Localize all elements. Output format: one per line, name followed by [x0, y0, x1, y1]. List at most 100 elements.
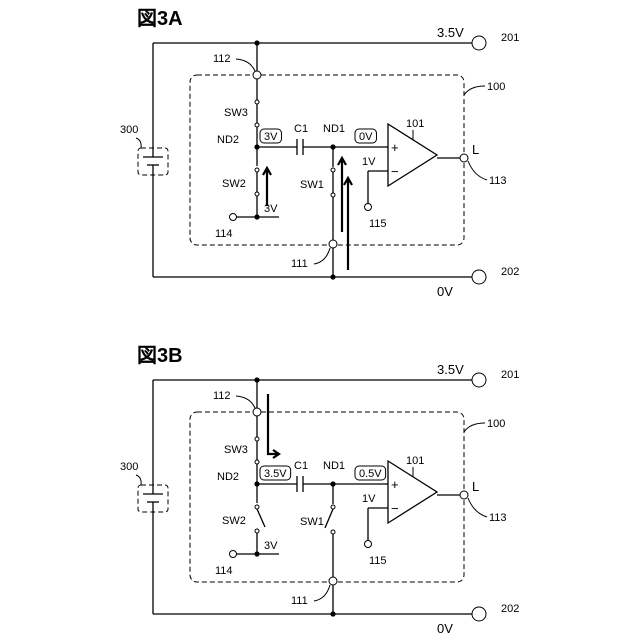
figure-title: 図3A	[137, 8, 183, 30]
gnd-terminal-circle	[472, 270, 486, 284]
ref-voltage-label: 1V	[362, 493, 376, 505]
opamp-minus-sign: −	[391, 164, 399, 179]
output-113-circle	[460, 491, 468, 499]
opamp-ref: 101	[406, 455, 424, 467]
node-111-leader	[314, 585, 330, 601]
sw2-bottom-contact	[255, 529, 259, 533]
node-111-ref: 111	[291, 595, 308, 607]
supply-ref-leader	[136, 475, 141, 485]
sw1-bottom-contact	[331, 530, 335, 534]
nd1-voltage-value: 0.5V	[359, 468, 382, 480]
node-112-circle	[253, 408, 261, 416]
opamp-plus-sign: +	[391, 140, 399, 155]
panel-3b: 図3B 3.5V 201 0V 202 300 100 112SW3ND2 3.5V SW2 114…	[120, 345, 519, 636]
c1-label: C1	[294, 123, 308, 135]
gnd-terminal-circle	[472, 607, 486, 621]
gnd-terminal-ref: 202	[501, 603, 519, 615]
node-115-ref: 115	[369, 555, 387, 567]
node-115-circle	[365, 204, 372, 211]
sw2-top-contact	[255, 505, 259, 509]
sw1-bottom-contact	[331, 193, 335, 197]
supply-ref: 300	[120, 461, 138, 473]
sw3-bottom-contact	[255, 460, 259, 464]
opamp-minus-sign: −	[391, 501, 399, 516]
node-115-ref: 115	[369, 218, 387, 230]
vdd-terminal-circle	[472, 373, 486, 387]
output-terminal-ref: 113	[489, 175, 507, 187]
vdd-label: 3.5V	[437, 25, 464, 40]
sw1-top-contact	[331, 168, 335, 172]
node-114-ref: 114	[215, 565, 233, 577]
node-114-ref: 114	[215, 228, 233, 240]
vdd-label: 3.5V	[437, 362, 464, 377]
sw1-label: SW1	[300, 179, 324, 191]
node-112-leader	[236, 59, 255, 71]
ref-voltage-label: 1V	[362, 156, 376, 168]
sw2-label: SW2	[222, 515, 246, 527]
node-114-circle	[230, 551, 237, 558]
node-111-ref: 111	[291, 258, 308, 270]
output-terminal-leader	[468, 498, 487, 517]
gnd-junction-dot	[330, 611, 335, 616]
opamp-plus-sign: +	[391, 477, 399, 492]
sw1-label: SW1	[300, 516, 324, 528]
sw1-blade-open	[325, 509, 333, 528]
node-112-ref: 112	[213, 390, 231, 402]
nd1-voltage-value: 0V	[359, 131, 373, 143]
gnd-label: 0V	[437, 284, 453, 299]
vdd-terminal-ref: 201	[501, 32, 519, 44]
vdd-terminal-ref: 201	[501, 369, 519, 381]
nd2-label: ND2	[217, 471, 239, 483]
node-111-circle	[329, 577, 337, 585]
circuit-ref: 100	[487, 418, 505, 430]
node-114-circle	[230, 214, 237, 221]
gnd-label: 0V	[437, 621, 453, 636]
sw3-top-contact	[255, 437, 259, 441]
node-112-circle	[253, 71, 261, 79]
gnd-terminal-ref: 202	[501, 266, 519, 278]
gnd-junction-dot	[330, 274, 335, 279]
nd2-voltage-value: 3.5V	[264, 468, 287, 480]
supply-ref: 300	[120, 124, 138, 136]
current-arrow-sw1-up	[338, 158, 346, 232]
c1-label: C1	[294, 460, 308, 472]
sw2-bottom-contact	[255, 192, 259, 196]
sw3-label: SW3	[224, 107, 248, 119]
node-114-voltage: 3V	[264, 540, 278, 552]
nd2-label: ND2	[217, 134, 239, 146]
sw2-top-contact	[255, 168, 259, 172]
node-114-junction-dot	[254, 551, 259, 556]
output-terminal-ref: 113	[489, 512, 507, 524]
output-label: L	[472, 479, 479, 494]
current-arrow-node111-up	[344, 178, 352, 270]
opamp-ref: 101	[406, 118, 424, 130]
sw2-label: SW2	[222, 178, 246, 190]
node-111-leader	[314, 248, 330, 264]
node-112-leader	[236, 396, 255, 408]
circuit-ref: 100	[487, 81, 505, 93]
node-115-circle	[365, 541, 372, 548]
sw3-top-contact	[255, 100, 259, 104]
supply-ref-leader	[136, 138, 141, 148]
nd2-voltage-value: 3V	[264, 131, 278, 143]
output-113-circle	[460, 154, 468, 162]
circuit-ref-leader	[464, 423, 485, 432]
sw1-top-contact	[331, 505, 335, 509]
sw3-label: SW3	[224, 444, 248, 456]
panel-3a: 図3A3.5V2010V202300100112SW3ND23VSW21143V…	[120, 8, 519, 299]
nd1-label: ND1	[323, 460, 345, 472]
node-114-junction-dot	[254, 214, 259, 219]
sw2-blade-open	[257, 509, 265, 527]
nd1-label: ND1	[323, 123, 345, 135]
figure-title: 図3B	[137, 345, 183, 367]
vdd-terminal-circle	[472, 36, 486, 50]
node-111-circle	[329, 240, 337, 248]
current-arrow-sw2-up	[263, 168, 271, 206]
current-arrow-sw3-down	[268, 394, 279, 458]
output-terminal-leader	[468, 161, 487, 180]
sw3-bottom-contact	[255, 123, 259, 127]
node-112-ref: 112	[213, 53, 231, 65]
circuit-ref-leader	[464, 86, 485, 95]
output-label: L	[472, 142, 479, 157]
